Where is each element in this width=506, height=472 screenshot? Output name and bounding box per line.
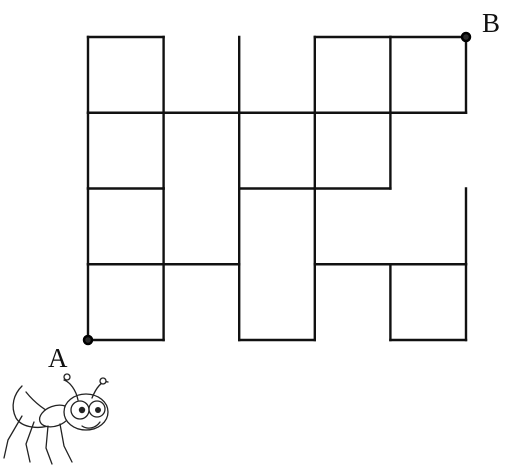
point-b-marker bbox=[462, 33, 470, 41]
grid-lines bbox=[88, 37, 466, 340]
ant-icon bbox=[4, 374, 108, 464]
point-a-label: A bbox=[48, 343, 68, 373]
point-b-label: B bbox=[482, 8, 500, 38]
point-a-marker bbox=[84, 336, 92, 344]
